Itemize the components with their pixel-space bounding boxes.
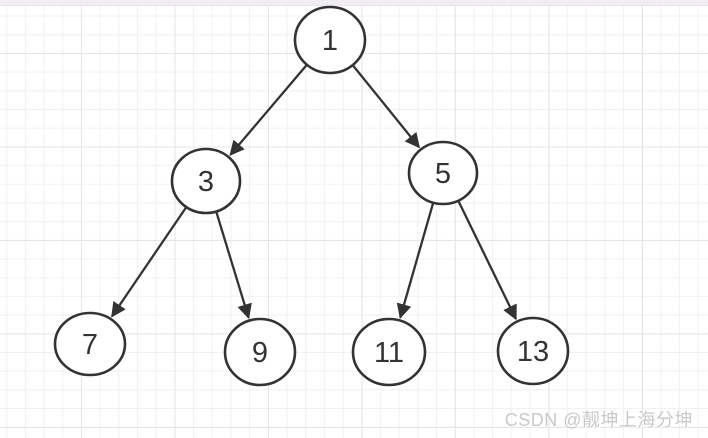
tree-node-13[interactable]: 13 <box>496 316 570 386</box>
node-circle-13[interactable] <box>496 316 570 386</box>
tree-edge-1-3[interactable] <box>229 64 308 156</box>
tree-node-7[interactable]: 7 <box>53 311 127 377</box>
canvas-top-strip <box>0 0 708 6</box>
tree-node-1[interactable]: 1 <box>293 5 367 75</box>
tree-edge-3-9[interactable] <box>215 211 252 320</box>
node-circle-7[interactable] <box>53 311 127 377</box>
node-label-7: 7 <box>82 329 98 361</box>
tree-edge-3-7[interactable] <box>111 206 188 318</box>
node-label-1: 1 <box>322 25 338 57</box>
tree-node-11[interactable]: 11 <box>351 317 427 387</box>
tree-edge-1-5[interactable] <box>351 64 420 149</box>
node-label-5: 5 <box>435 158 451 190</box>
node-circle-5[interactable] <box>407 140 479 206</box>
tree-edge-5-11[interactable] <box>396 202 435 319</box>
node-circle-1[interactable] <box>293 5 367 75</box>
tree-node-9[interactable]: 9 <box>223 317 297 387</box>
node-label-3: 3 <box>198 166 214 198</box>
node-label-9: 9 <box>252 337 268 369</box>
tree-node-5[interactable]: 5 <box>407 140 479 206</box>
csdn-watermark: CSDN @靓坤上海分坤 <box>504 410 693 430</box>
node-circle-11[interactable] <box>351 317 427 387</box>
tree-edge-5-13[interactable] <box>457 200 517 321</box>
node-circle-3[interactable] <box>170 147 242 215</box>
tree-edges <box>111 64 517 321</box>
tree-node-3[interactable]: 3 <box>170 147 242 215</box>
node-label-11: 11 <box>374 337 404 369</box>
node-circle-9[interactable] <box>223 317 297 387</box>
node-label-13: 13 <box>517 336 549 368</box>
